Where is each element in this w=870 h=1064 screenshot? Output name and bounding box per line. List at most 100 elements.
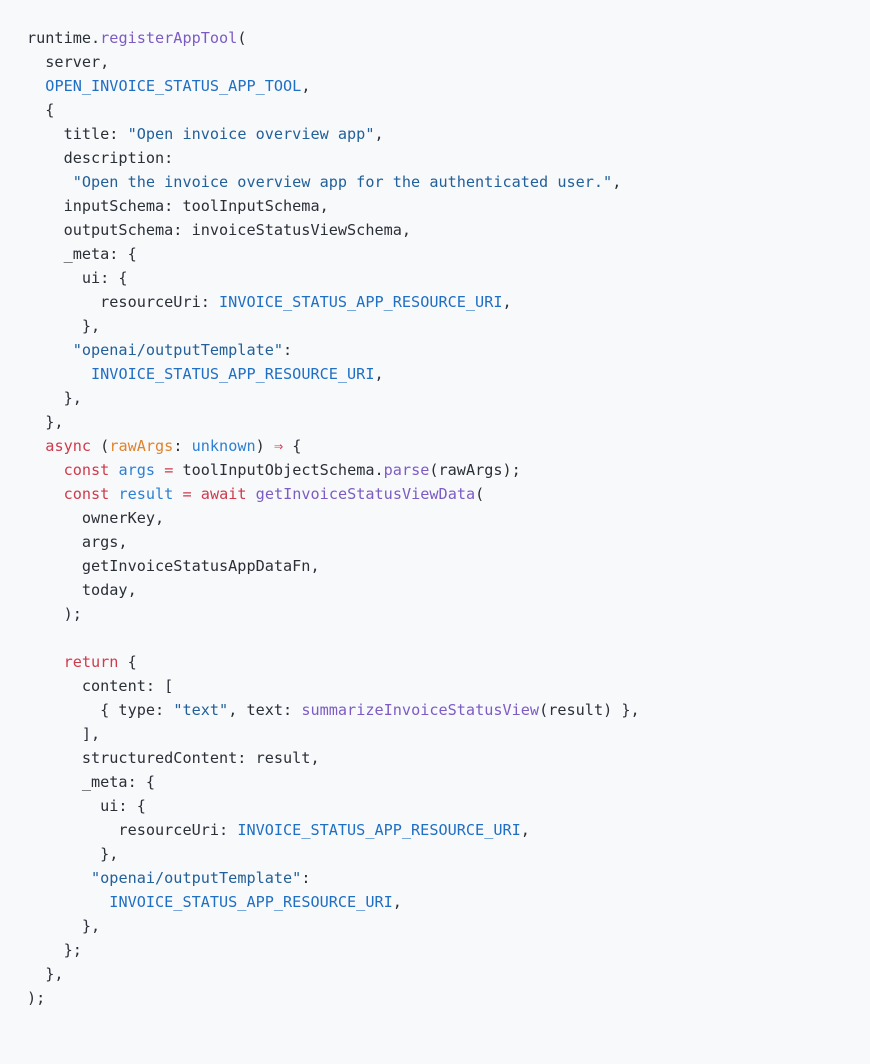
code-line: ],	[0, 722, 870, 746]
code-token-string: "openai/outputTemplate"	[72, 341, 284, 359]
code-token-plain: runtime.	[27, 29, 101, 47]
code-token-plain: :	[301, 869, 311, 887]
code-token-op: ⇒	[273, 437, 284, 455]
code-token-plain: _meta: {	[27, 245, 137, 263]
code-line: {	[0, 98, 870, 122]
code-line: { type: "text", text: summarizeInvoiceSt…	[0, 698, 870, 722]
code-line: const args = toolInputObjectSchema.parse…	[0, 458, 870, 482]
code-token-plain: , text:	[228, 701, 302, 719]
code-token-plain: (	[237, 29, 247, 47]
code-token-plain: },	[27, 965, 64, 983]
code-token-plain: getInvoiceStatusAppDataFn,	[27, 557, 320, 575]
code-token-plain: ui: {	[27, 797, 146, 815]
code-token-op: =	[164, 461, 174, 479]
code-token-plain: ,	[520, 821, 530, 839]
code-line: };	[0, 938, 870, 962]
code-line: );	[0, 986, 870, 1010]
code-token-plain: description:	[27, 149, 174, 167]
code-token-string: "Open the invoice overview app for the a…	[72, 173, 613, 191]
code-line: content: [	[0, 674, 870, 698]
code-token-kw: const	[63, 461, 110, 479]
code-token-plain: };	[27, 941, 82, 959]
code-token-plain: (	[91, 437, 110, 455]
code-line: },	[0, 962, 870, 986]
code-token-const: INVOICE_STATUS_APP_RESOURCE_URI	[219, 293, 503, 311]
code-line: resourceUri: INVOICE_STATUS_APP_RESOURCE…	[0, 818, 870, 842]
code-token-plain: ],	[27, 725, 101, 743]
code-token-plain	[27, 437, 45, 455]
code-token-plain: ,	[374, 365, 384, 383]
code-token-plain: ,	[301, 77, 311, 95]
code-token-plain: {	[118, 653, 137, 671]
code-line: description:	[0, 146, 870, 170]
code-token-plain: outputSchema: invoiceStatusViewSchema,	[27, 221, 412, 239]
code-token-kw: const	[63, 485, 110, 503]
code-token-plain	[27, 893, 109, 911]
code-line: _meta: {	[0, 770, 870, 794]
code-line: "openai/outputTemplate":	[0, 866, 870, 890]
code-token-plain: :	[173, 437, 192, 455]
code-token-plain	[192, 485, 201, 503]
code-line: OPEN_INVOICE_STATUS_APP_TOOL,	[0, 74, 870, 98]
code-line: structuredContent: result,	[0, 746, 870, 770]
code-token-fn: parse	[383, 461, 430, 479]
code-token-plain: {	[27, 101, 55, 119]
code-line	[0, 626, 870, 650]
code-token-kw: async	[45, 437, 92, 455]
code-token-plain	[27, 653, 64, 671]
code-line: },	[0, 914, 870, 938]
code-line: },	[0, 410, 870, 434]
code-line: },	[0, 386, 870, 410]
code-line: );	[0, 602, 870, 626]
code-token-plain: ,	[392, 893, 402, 911]
code-token-const: INVOICE_STATUS_APP_RESOURCE_URI	[237, 821, 521, 839]
code-token-fn: registerAppTool	[100, 29, 238, 47]
code-line: today,	[0, 578, 870, 602]
code-token-kw: await	[200, 485, 247, 503]
code-token-plain	[27, 485, 64, 503]
code-token-plain: (rawArgs);	[429, 461, 521, 479]
code-token-var: args	[118, 461, 156, 479]
code-token-plain: structuredContent: result,	[27, 749, 320, 767]
code-line: "openai/outputTemplate":	[0, 338, 870, 362]
code-token-plain: ownerKey,	[27, 509, 165, 527]
code-token-plain: },	[27, 389, 82, 407]
code-token-plain	[27, 173, 73, 191]
code-token-plain: },	[27, 317, 101, 335]
code-token-param: rawArgs	[109, 437, 174, 455]
code-token-op: =	[182, 485, 192, 503]
code-token-plain: resourceUri:	[27, 293, 220, 311]
code-token-plain: {	[283, 437, 302, 455]
code-token-plain	[27, 365, 91, 383]
code-token-plain: resourceUri:	[27, 821, 238, 839]
code-token-plain: },	[27, 413, 64, 431]
code-token-const: OPEN_INVOICE_STATUS_APP_TOOL	[45, 77, 302, 95]
code-line: runtime.registerAppTool(	[0, 26, 870, 50]
code-token-plain: (result) },	[539, 701, 640, 719]
code-token-plain	[247, 485, 256, 503]
code-line: async (rawArgs: unknown) ⇒ {	[0, 434, 870, 458]
code-token-plain: today,	[27, 581, 137, 599]
code-token-fn: getInvoiceStatusViewData	[255, 485, 476, 503]
code-line: ui: {	[0, 794, 870, 818]
code-token-var: result	[118, 485, 174, 503]
code-token-plain: { type:	[27, 701, 174, 719]
code-line: },	[0, 842, 870, 866]
code-token-plain: )	[255, 437, 274, 455]
code-line: "Open the invoice overview app for the a…	[0, 170, 870, 194]
code-line: _meta: {	[0, 242, 870, 266]
code-token-string: "openai/outputTemplate"	[91, 869, 302, 887]
code-token-fn: summarizeInvoiceStatusView	[301, 701, 540, 719]
code-line: INVOICE_STATUS_APP_RESOURCE_URI,	[0, 362, 870, 386]
code-token-plain: ,	[374, 125, 384, 143]
code-line: getInvoiceStatusAppDataFn,	[0, 554, 870, 578]
code-line: server,	[0, 50, 870, 74]
code-token-plain: toolInputObjectSchema.	[173, 461, 384, 479]
code-token-plain: ui: {	[27, 269, 128, 287]
code-token-plain	[27, 869, 91, 887]
code-token-plain	[27, 461, 64, 479]
code-token-plain: :	[283, 341, 293, 359]
code-token-plain: title:	[27, 125, 128, 143]
code-token-kw: return	[63, 653, 119, 671]
